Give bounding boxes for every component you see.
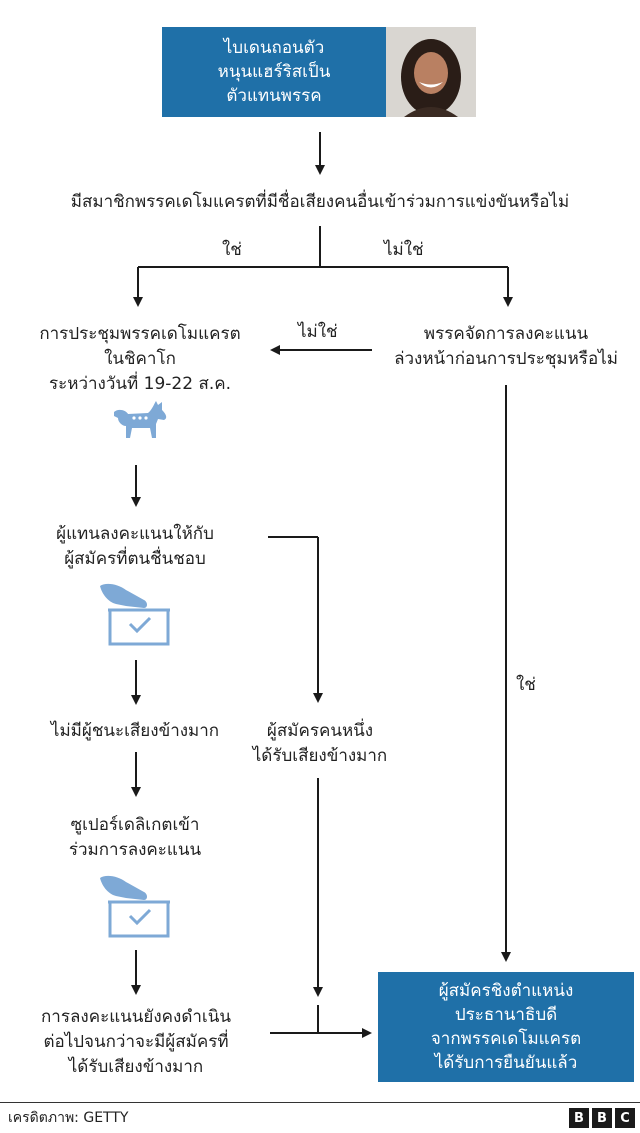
bbc-logo-letter: C — [615, 1108, 635, 1128]
top-box-text: ไบเดนถอนตัว หนุนแฮร์ริสเป็น ตัวแทนพรรค — [217, 38, 331, 106]
advance-vote-question: พรรคจัดการลงคะแนน ล่วงหน้าก่อนการประชุมห… — [394, 324, 618, 369]
delegates-vote: ผู้แทนลงคะแนนให้กับ ผู้สมัครที่ตนชื่นชอบ — [56, 524, 214, 569]
one-candidate-majority: ผู้สมัครคนหนึ่ง ได้รับเสียงข้างมาก — [252, 721, 388, 766]
top-box-biden-withdraws: ไบเดนถอนตัว หนุนแฮร์ริสเป็น ตัวแทนพรรค — [162, 27, 386, 117]
ballot-box-icon — [100, 875, 170, 938]
bbc-logo-letter: B — [592, 1108, 612, 1128]
label-no-right: ไม่ใช่ — [384, 240, 424, 260]
image-credit: เครดิตภาพ: GETTY — [8, 1110, 129, 1126]
label-no-advance: ไม่ใช่ — [298, 322, 338, 342]
question-other-candidate: มีสมาชิกพรรคเดโมแครตที่มีชื่อเสียงคนอื่น… — [70, 192, 570, 212]
donkey-icon — [114, 401, 167, 438]
label-yes-advance: ใช่ — [516, 675, 536, 695]
bbc-logo-letter: B — [569, 1108, 589, 1128]
bbc-logo: B B C — [569, 1108, 635, 1128]
convention-chicago: การประชุมพรรคเดโมแครต ในชิคาโก ระหว่างวั… — [39, 324, 241, 394]
voting-continues: การลงคะแนนยังคงดำเนิน ต่อไปจนกว่าจะมีผู้… — [41, 1007, 231, 1077]
candidate-photo — [386, 27, 476, 117]
no-majority: ไม่มีผู้ชนะเสียงข้างมาก — [50, 721, 220, 741]
label-yes-left: ใช่ — [222, 240, 242, 260]
final-box-text: ผู้สมัครชิงตำแหน่ง ประธานาธิบดี จากพรรคเ… — [430, 981, 582, 1073]
ballot-box-icon — [100, 583, 170, 646]
final-box-nominee-confirmed: ผู้สมัครชิงตำแหน่ง ประธานาธิบดี จากพรรคเ… — [378, 972, 634, 1082]
superdelegates-vote: ซูเปอร์เดลิเกตเข้า ร่วมการลงคะแนน — [68, 815, 202, 860]
footer-divider — [0, 1102, 640, 1103]
